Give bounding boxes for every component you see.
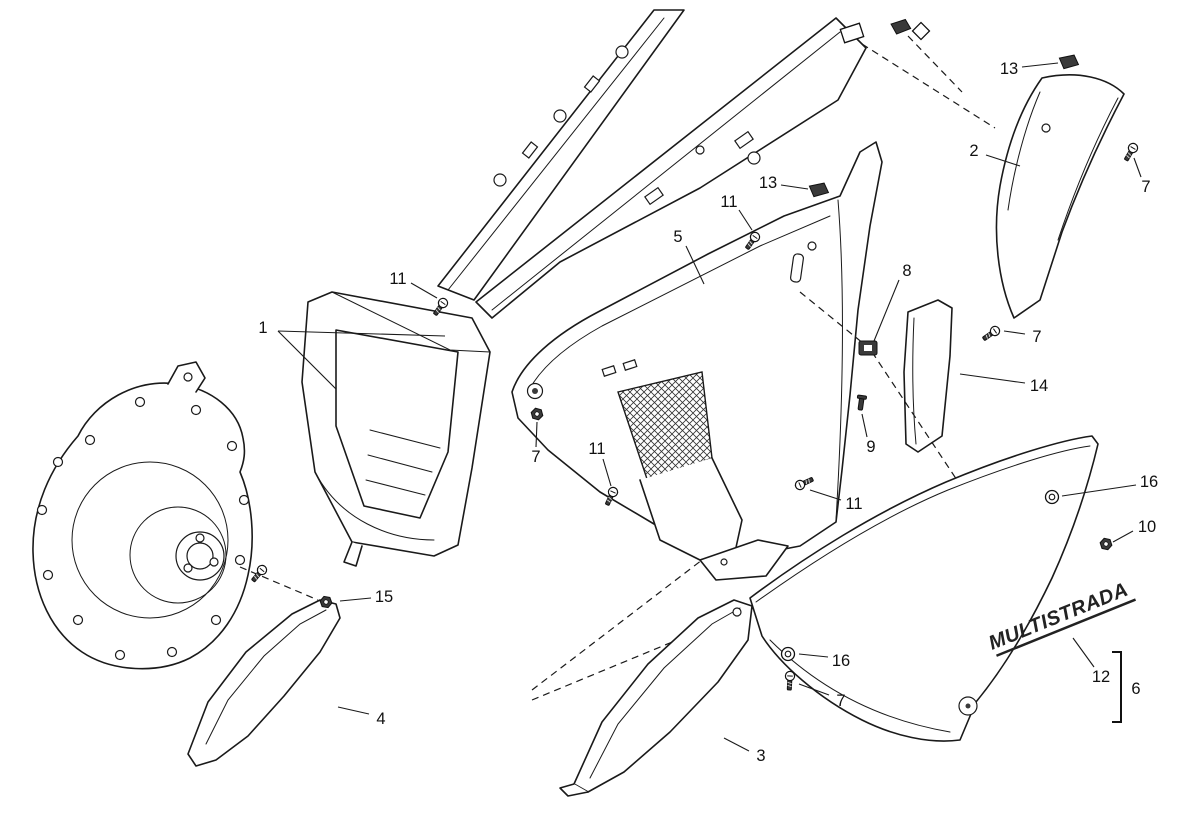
callout-label-13: 13 bbox=[759, 174, 777, 192]
callout-label-10: 10 bbox=[1138, 518, 1156, 536]
top-trim-strip-drawing bbox=[437, 9, 685, 301]
leader-line-5 bbox=[685, 245, 705, 285]
callout-label-16: 16 bbox=[832, 652, 850, 670]
top-fasteners-drawing bbox=[839, 18, 931, 44]
leader-line-15 bbox=[339, 597, 372, 602]
leader-line-11 bbox=[738, 209, 753, 231]
leader-line-8 bbox=[873, 279, 900, 342]
callout-label-3: 3 bbox=[756, 747, 765, 765]
leader-line-7 bbox=[1133, 157, 1142, 178]
clip-8-icon bbox=[858, 340, 878, 356]
leader-line-4 bbox=[337, 706, 370, 715]
lower-panel-3-drawing bbox=[559, 599, 753, 797]
callout-label-12: 12 bbox=[1092, 668, 1110, 686]
callout-label-13: 13 bbox=[1000, 60, 1018, 78]
leader-line-10 bbox=[1112, 530, 1134, 543]
clip-13-icon bbox=[808, 182, 830, 198]
leader-line-3 bbox=[723, 737, 750, 752]
washer-16-icon bbox=[1044, 489, 1060, 505]
inner-panel-1-drawing bbox=[301, 291, 491, 567]
pin-9-icon bbox=[855, 394, 868, 412]
callout-label-15: 15 bbox=[375, 588, 393, 606]
callout-label-7: 7 bbox=[1141, 178, 1150, 196]
leader-line-13 bbox=[780, 184, 809, 190]
callout-label-9: 9 bbox=[866, 438, 875, 456]
leader-line-11 bbox=[602, 458, 612, 487]
callout-label-11: 11 bbox=[588, 440, 605, 458]
callout-label-7: 7 bbox=[531, 448, 540, 466]
leader-line-7 bbox=[1003, 330, 1026, 335]
callout-label-6: 6 bbox=[1131, 680, 1140, 698]
leader-line-11 bbox=[809, 489, 842, 501]
screw-15-icon bbox=[248, 562, 270, 585]
upper-fairing-panel-drawing bbox=[475, 17, 867, 319]
leader-line-16 bbox=[798, 653, 829, 658]
leader-line-1 bbox=[277, 330, 446, 337]
callout-label-11: 11 bbox=[389, 270, 406, 288]
washer-16-icon bbox=[780, 646, 796, 662]
leader-line-7 bbox=[798, 683, 830, 696]
vertical-trim-14-drawing bbox=[903, 299, 953, 453]
leader-line-2 bbox=[985, 154, 1021, 167]
leader-line-1 bbox=[277, 330, 337, 390]
callout-label-14: 14 bbox=[1030, 377, 1048, 395]
leader-line-16 bbox=[1061, 484, 1137, 497]
right-trim-2-drawing bbox=[995, 74, 1125, 319]
callout-label-8: 8 bbox=[902, 262, 911, 280]
leader-line-14 bbox=[959, 373, 1026, 384]
callout-label-7: 7 bbox=[836, 692, 845, 710]
clip-13-icon bbox=[1058, 54, 1080, 70]
bracket-6 bbox=[1112, 651, 1122, 723]
leader-line-9 bbox=[861, 413, 868, 438]
leader-line-13 bbox=[1021, 62, 1059, 68]
leader-line-11 bbox=[410, 282, 438, 299]
leader-line-7 bbox=[535, 421, 538, 448]
center-panel-5-drawing bbox=[511, 141, 883, 581]
callout-label-1: 1 bbox=[258, 319, 267, 337]
lower-panel-4-drawing bbox=[187, 599, 341, 767]
screw-7-icon bbox=[784, 670, 796, 691]
callout-label-2: 2 bbox=[969, 142, 978, 160]
screw-7-icon bbox=[1121, 141, 1140, 164]
callout-label-7: 7 bbox=[1032, 328, 1041, 346]
screw-7-icon bbox=[980, 323, 1003, 344]
callout-label-5: 5 bbox=[673, 228, 682, 246]
leader-line-12 bbox=[1072, 637, 1095, 668]
callout-label-16: 16 bbox=[1140, 473, 1158, 491]
callout-label-11: 11 bbox=[720, 193, 737, 211]
callout-label-4: 4 bbox=[376, 710, 385, 728]
callout-label-11: 11 bbox=[845, 495, 862, 513]
hardware-drawing bbox=[248, 54, 1140, 691]
nut-10-icon bbox=[1098, 537, 1114, 551]
engine-cover-drawing bbox=[32, 361, 253, 670]
